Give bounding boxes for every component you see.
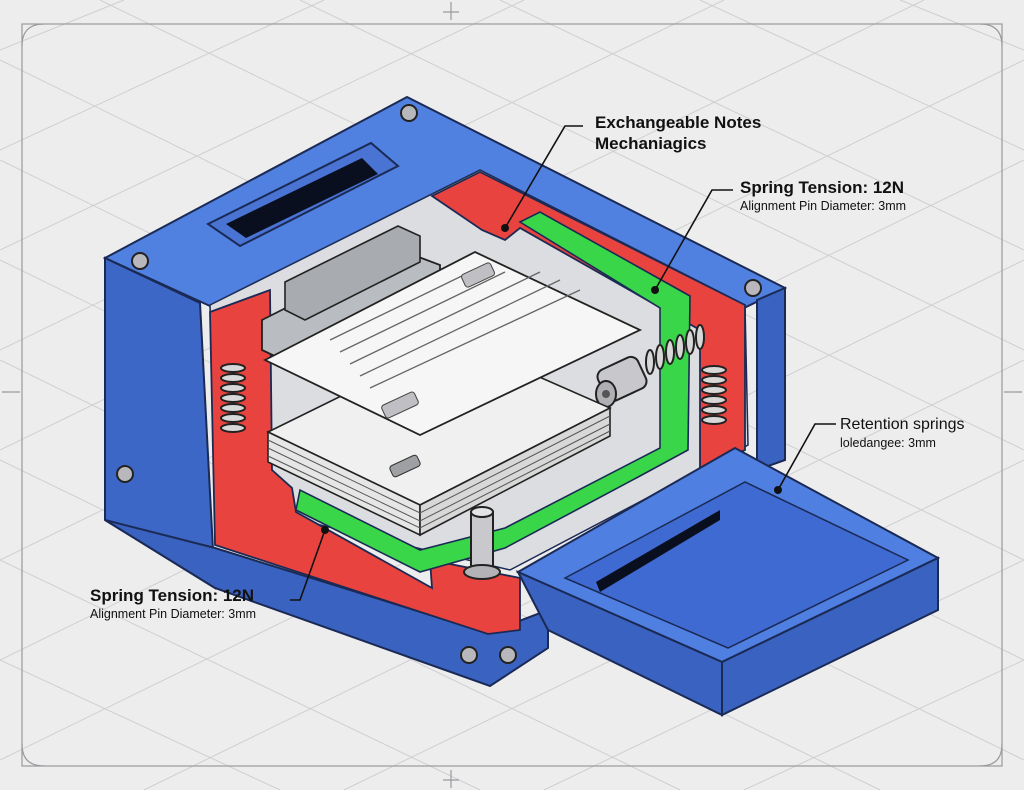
- spring-center: [645, 324, 705, 375]
- drawer-right: [721, 556, 939, 717]
- callout-spring-top: Spring Tension: 12N Alignment Pin Diamet…: [740, 177, 906, 214]
- spring-right: [701, 365, 727, 425]
- callout-retention-title: Retention springs: [840, 416, 965, 433]
- callout-spring-top-detail: Alignment Pin Diameter: 3mm: [740, 199, 907, 213]
- callout-mechanism: Exchangeable Notes Mechaniagics: [595, 112, 761, 154]
- callout-spring-bottom-detail: Alignment Pin Diameter: 3mm: [90, 607, 257, 621]
- drawer-inner: [563, 481, 910, 649]
- leader-lines: [290, 125, 836, 601]
- note-sheet: [262, 250, 643, 436]
- screws: [116, 104, 762, 664]
- roller: [595, 355, 648, 408]
- green-guide-rail: [295, 211, 691, 573]
- callout-spring-bottom-title: Spring Tension: 12N: [90, 586, 255, 605]
- spring-left: [220, 363, 246, 433]
- callout-mechanism-line1: Exchangeable Notes: [595, 113, 762, 132]
- drawer: [515, 446, 941, 717]
- drawer-slot: [596, 510, 720, 592]
- callout-retention-detail: loledangee: 3mm: [840, 436, 936, 450]
- alignment-pin: [463, 506, 501, 580]
- red-frame-back: [430, 170, 746, 472]
- callout-retention: Retention springs loledangee: 3mm: [840, 414, 965, 451]
- callout-mechanism-line2: Mechaniagics: [595, 134, 707, 153]
- gray-clamp-top: [284, 225, 421, 321]
- housing-right-face: [756, 286, 786, 472]
- callout-spring-top-title: Spring Tension: 12N: [740, 178, 905, 197]
- callout-spring-bottom: Spring Tension: 12N Alignment Pin Diamet…: [90, 585, 256, 622]
- top-slot: [226, 158, 378, 238]
